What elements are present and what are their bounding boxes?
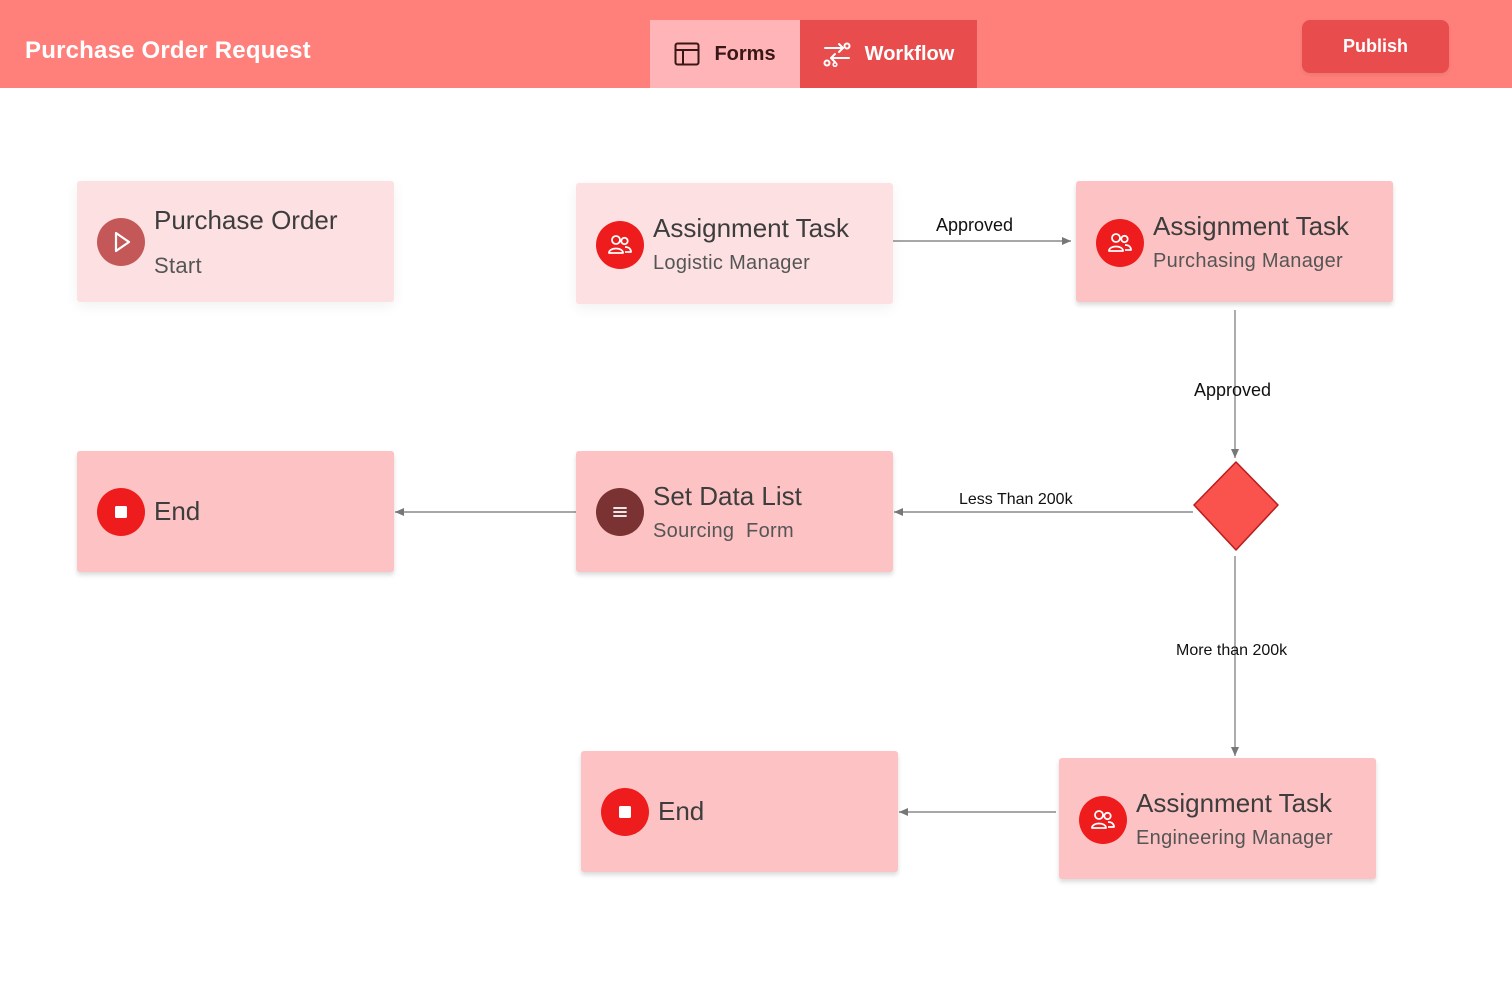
stop-icon [97,488,145,536]
top-bar: Purchase Order Request Forms Workflow [0,0,1512,88]
node-task-purchasing[interactable]: Assignment Task Purchasing Manager [1076,181,1393,302]
node-set-data-list[interactable]: Set Data List Sourcing Form [576,451,893,572]
stop-icon [601,788,649,836]
edge-layer [395,237,1279,816]
tab-workflow[interactable]: Workflow [800,20,977,88]
node-subtitle: Sourcing Form [653,520,794,542]
node-task-logistic[interactable]: Assignment Task Logistic Manager [576,183,893,304]
edge-label-less-than: Less Than 200k [959,491,1073,508]
workflow-canvas[interactable]: Approved Approved Less Than 200k More th… [0,88,1512,982]
node-end-2[interactable]: End [581,751,898,872]
list-icon [596,488,644,536]
tab-forms[interactable]: Forms [650,20,800,88]
node-title: Assignment Task [1153,211,1350,241]
node-task-engineering[interactable]: Assignment Task Engineering Manager [1059,758,1376,879]
node-end-1[interactable]: End [77,451,394,572]
workflow-icon [823,41,851,67]
page-title: Purchase Order Request [25,37,311,64]
node-subtitle: Start [154,253,202,278]
edge-label-approved-1: Approved [936,215,1014,235]
node-title: Assignment Task [653,213,850,243]
decision-diamond[interactable] [1193,461,1279,551]
node-title: Set Data List [653,481,802,511]
node-title: End [154,496,201,526]
node-title: Assignment Task [1136,788,1333,818]
node-start[interactable]: Purchase Order Start [77,181,394,302]
edge-label-more-than: More than 200k [1176,642,1288,659]
node-title: End [658,796,705,826]
users-icon [1079,796,1127,844]
tab-forms-label: Forms [714,42,776,65]
users-icon [596,221,644,269]
node-subtitle: Purchasing Manager [1153,250,1343,272]
edge-label-approved-2: Approved [1194,380,1272,400]
tab-workflow-label: Workflow [864,42,955,65]
node-title: Purchase Order [154,205,338,235]
publish-button[interactable]: Publish [1302,20,1449,73]
node-subtitle: Logistic Manager [653,252,811,274]
users-icon [1096,219,1144,267]
node-subtitle: Engineering Manager [1136,827,1333,849]
layout-icon [674,42,700,66]
play-icon [97,218,145,266]
